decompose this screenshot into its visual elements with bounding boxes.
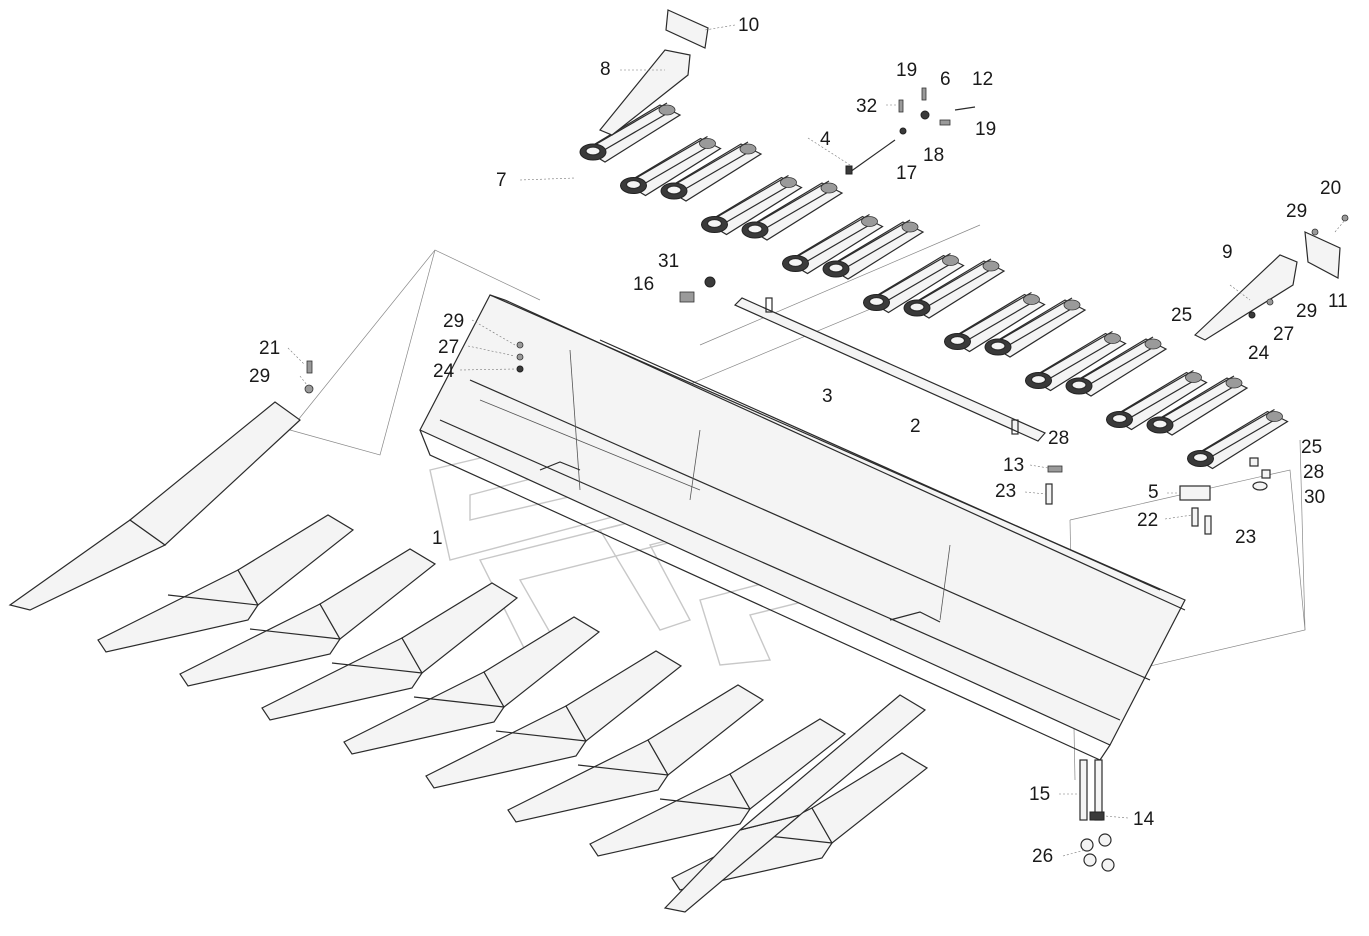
callout-27: 27	[438, 337, 459, 358]
cross-bar	[733, 297, 1046, 442]
callout-11: 11	[1328, 291, 1348, 312]
callout-29: 29	[1286, 201, 1307, 222]
callout-21: 21	[259, 338, 280, 359]
divider-snouts	[8, 401, 929, 913]
callout-28: 28	[1048, 428, 1069, 449]
callout-1: 1	[432, 528, 443, 549]
gearbox-unit	[579, 102, 682, 163]
gearbox-unit	[1106, 369, 1208, 431]
callout-18: 18	[923, 145, 944, 166]
callout-31: 31	[658, 251, 679, 272]
callout-16: 16	[633, 274, 654, 295]
gearbox-unit	[660, 141, 763, 202]
gearbox-unit	[1146, 375, 1249, 436]
gearbox-unit	[620, 135, 722, 197]
callout-24: 24	[433, 361, 455, 382]
outer-snout-left	[8, 401, 301, 611]
gearbox-unit	[782, 213, 884, 275]
callout-25: 25	[1171, 305, 1192, 326]
gearbox-unit	[903, 258, 1006, 319]
callout-10: 10	[738, 15, 759, 36]
callout-29: 29	[249, 366, 270, 387]
gearbox-row	[579, 102, 1289, 470]
callout-27: 27	[1273, 324, 1294, 345]
callout-7: 7	[496, 170, 507, 191]
callout-22: 22	[1137, 510, 1158, 531]
callout-29: 29	[1296, 301, 1317, 322]
divider-snout	[97, 514, 355, 653]
callout-9: 9	[1222, 242, 1233, 263]
callout-6: 6	[940, 69, 951, 90]
callout-29: 29	[443, 311, 464, 332]
gearbox-unit	[1065, 336, 1168, 397]
callout-30: 30	[1304, 487, 1325, 508]
callout-4: 4	[820, 129, 831, 150]
gearbox-unit	[944, 291, 1046, 353]
outer-snout-right	[663, 694, 927, 913]
callout-labels: 10 8 19 6 12 32 19 4 18 7 17 20 29 9 31 …	[249, 15, 1348, 867]
callout-3: 3	[822, 386, 833, 407]
side-bracket-left	[599, 9, 709, 136]
gearbox-unit	[863, 252, 965, 314]
leader-lines	[287, 24, 1346, 857]
divider-snout	[507, 684, 765, 823]
side-bracket-right	[1193, 231, 1341, 341]
gearbox-unit	[701, 174, 803, 236]
callout-20: 20	[1320, 178, 1341, 199]
callout-13: 13	[1003, 455, 1024, 476]
callout-19: 19	[975, 119, 996, 140]
callout-8: 8	[600, 59, 611, 80]
callout-12: 12	[972, 69, 993, 90]
callout-23: 23	[995, 481, 1016, 502]
callout-24: 24	[1248, 343, 1270, 364]
divider-snout	[261, 582, 519, 721]
gearbox-unit	[1025, 330, 1127, 392]
divider-snout	[589, 718, 847, 857]
callout-14: 14	[1133, 809, 1155, 830]
callout-19: 19	[896, 60, 917, 81]
callout-5: 5	[1148, 482, 1159, 503]
callout-15: 15	[1029, 784, 1050, 805]
hardware-pieces	[304, 87, 1349, 872]
callout-17: 17	[896, 163, 917, 184]
gearbox-unit	[822, 219, 925, 280]
callout-32: 32	[856, 96, 877, 117]
callout-2: 2	[910, 416, 921, 437]
divider-snout	[425, 650, 683, 789]
divider-snout	[343, 616, 601, 755]
callout-25: 25	[1301, 437, 1322, 458]
gearbox-unit	[741, 180, 844, 241]
callout-26: 26	[1032, 846, 1053, 867]
main-frame	[419, 294, 1186, 761]
callout-23: 23	[1235, 527, 1256, 548]
divider-snout	[179, 548, 437, 687]
gearbox-unit	[984, 297, 1087, 358]
callout-28: 28	[1303, 462, 1324, 483]
gearbox-unit	[1187, 408, 1289, 470]
